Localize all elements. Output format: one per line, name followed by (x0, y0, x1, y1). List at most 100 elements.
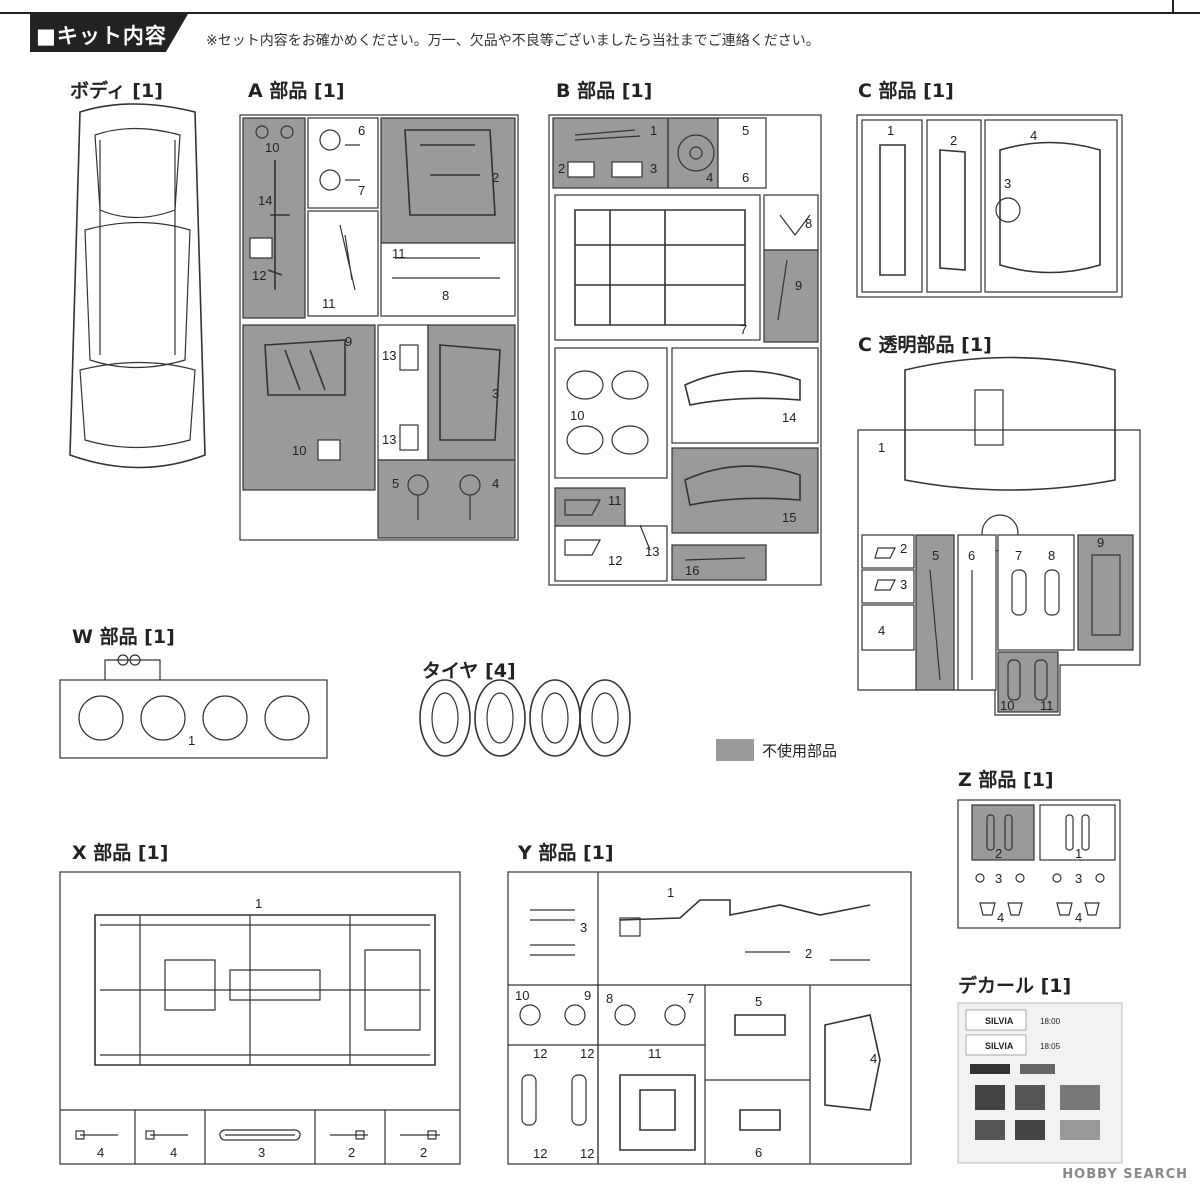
part-num: 2 (420, 1145, 427, 1160)
part-num: 1 (188, 733, 195, 748)
legend-unused-label: 不使用部品 (762, 742, 838, 760)
runner-c (856, 114, 1123, 298)
section-title-w: W 部品 [1] (72, 626, 175, 648)
runner-x (59, 871, 461, 1165)
runner-y (507, 871, 912, 1165)
part-num: 8 (442, 288, 449, 303)
part-num: 13 (382, 348, 396, 363)
decal-text-time-1: 18:00 (1040, 1017, 1061, 1026)
section-title-tire: タイヤ [4] (422, 660, 516, 682)
part-num: 1 (255, 896, 262, 911)
header-tab (30, 14, 188, 52)
part-num: 4 (170, 1145, 177, 1160)
part-num: 12 (580, 1046, 594, 1061)
legend-unused-swatch (716, 739, 754, 761)
section-title-b: B 部品 [1] (556, 80, 653, 102)
part-num: 11 (322, 296, 336, 311)
part-num: 6 (742, 170, 749, 185)
part-num: 10 (515, 988, 529, 1003)
part-num: 2 (950, 133, 957, 148)
runner-b (548, 114, 822, 586)
part-num: 2 (558, 161, 565, 176)
part-num: 6 (968, 548, 975, 563)
part-num: 8 (1048, 548, 1055, 563)
section-title-body: ボディ [1] (70, 80, 163, 102)
body-shell (69, 103, 206, 469)
part-num: 7 (687, 991, 694, 1006)
part-num: 9 (1097, 535, 1104, 550)
part-num: 10 (1000, 698, 1014, 713)
part-num: 12 (533, 1046, 547, 1061)
part-num: 4 (492, 476, 499, 491)
part-num: 16 (685, 563, 699, 578)
section-title-y: Y 部品 [1] (518, 842, 614, 864)
runner-a (239, 114, 519, 541)
part-num: 4 (1075, 910, 1082, 925)
part-num: 4 (870, 1051, 877, 1066)
part-num: 2 (492, 170, 499, 185)
part-num: 2 (900, 541, 907, 556)
part-num: 8 (805, 216, 812, 231)
section-title-a: A 部品 [1] (248, 80, 345, 102)
part-num: 12 (533, 1146, 547, 1161)
section-title-c-clear: C 透明部品 [1] (858, 334, 992, 356)
watermark: HOBBY SEARCH (1062, 1167, 1188, 1182)
part-num: 4 (97, 1145, 104, 1160)
part-num: 7 (358, 183, 365, 198)
part-num: 2 (805, 946, 812, 961)
part-num: 3 (1004, 176, 1011, 191)
part-num: 14 (782, 410, 796, 425)
decal-sheet (957, 1002, 1123, 1164)
part-num: 9 (795, 278, 802, 293)
part-num: 5 (932, 548, 939, 563)
part-num: 3 (580, 920, 587, 935)
section-title-z: Z 部品 [1] (958, 769, 1054, 791)
part-num: 3 (258, 1145, 265, 1160)
header-rule (0, 12, 1200, 14)
part-num: 10 (570, 408, 584, 423)
header-note: ※セット内容をお確かめください。万一、欠品や不良等ございましたら当社までご連絡く… (206, 33, 820, 49)
part-num: 6 (755, 1145, 762, 1160)
part-num: 3 (650, 161, 657, 176)
part-num: 13 (382, 432, 396, 447)
part-num: 5 (755, 994, 762, 1009)
part-num: 12 (252, 268, 266, 283)
runner-z (957, 799, 1121, 929)
page-title: ■キット内容 (36, 24, 167, 48)
section-title-x: X 部品 [1] (72, 842, 169, 864)
part-num: 11 (1040, 698, 1054, 713)
part-num: 7 (740, 322, 747, 337)
part-num: 4 (997, 910, 1004, 925)
part-num: 10 (292, 443, 306, 458)
part-num: 11 (648, 1046, 662, 1061)
part-num: 5 (392, 476, 399, 491)
tires (419, 679, 631, 757)
runner-c-clear (857, 356, 1141, 716)
part-number-labels: 10 14 12 6 7 2 11 11 8 9 10 13 13 3 5 4 … (97, 123, 1104, 1161)
part-num: 4 (1030, 128, 1037, 143)
part-num: 3 (492, 386, 499, 401)
part-num: 9 (345, 334, 352, 349)
part-num: 1 (650, 123, 657, 138)
part-num: 10 (265, 140, 279, 155)
part-num: 12 (608, 553, 622, 568)
part-num: 4 (878, 623, 885, 638)
header-rule-right (1172, 0, 1174, 12)
part-num: 1 (878, 440, 885, 455)
part-num: 3 (995, 871, 1002, 886)
part-num: 1 (667, 885, 674, 900)
part-num: 4 (706, 170, 713, 185)
part-num: 2 (348, 1145, 355, 1160)
decal-text-silvia-1: SILVIA (985, 1016, 1014, 1026)
decal-text-silvia-2: SILVIA (985, 1041, 1014, 1051)
part-num: 12 (580, 1146, 594, 1161)
part-num: 9 (584, 988, 591, 1003)
part-num: 14 (258, 193, 272, 208)
part-num: 1 (1075, 846, 1082, 861)
part-num: 2 (995, 846, 1002, 861)
part-num: 7 (1015, 548, 1022, 563)
part-num: 11 (392, 246, 406, 261)
part-num: 6 (358, 123, 365, 138)
part-num: 3 (900, 577, 907, 592)
